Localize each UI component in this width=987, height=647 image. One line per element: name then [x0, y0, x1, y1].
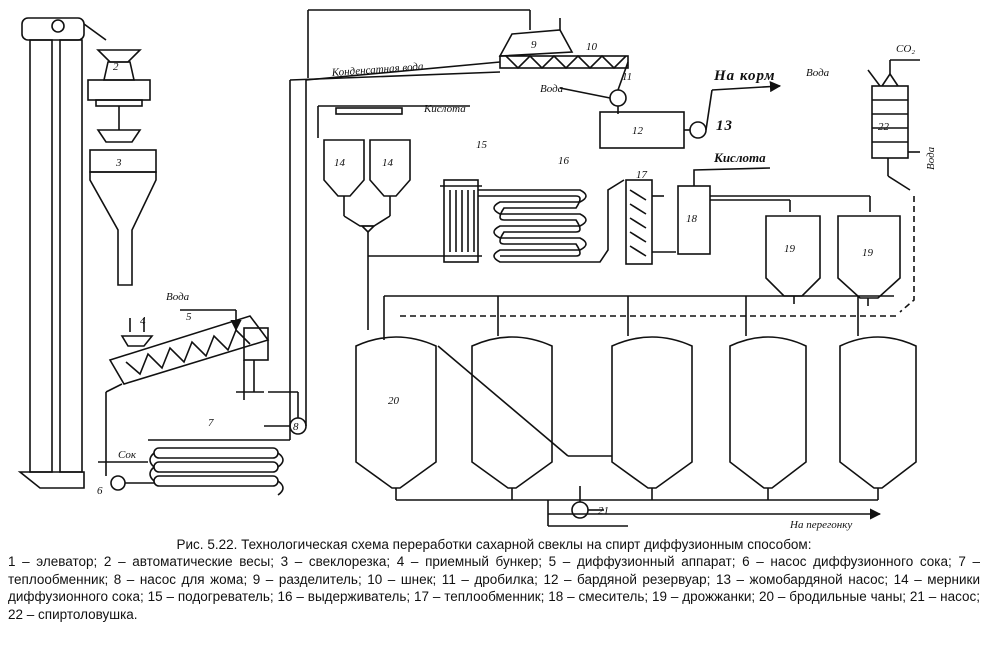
caption-title: Рис. 5.22. Технологическая схема перераб… — [176, 537, 812, 552]
pulp-vinasse-pump — [684, 81, 782, 139]
label-acid-top: Кислота — [423, 103, 466, 115]
pulp-pump — [264, 61, 501, 435]
label-13: 13 — [716, 118, 733, 134]
crusher — [559, 87, 627, 114]
label-19a: 19 — [784, 243, 796, 255]
label-water-separator: Вода — [540, 83, 564, 95]
mixer — [677, 167, 871, 255]
caption-legend: 1 – элеватор; 2 – автоматические весы; 3… — [8, 554, 980, 622]
label-water-diffusion: Вода — [166, 291, 190, 303]
figure-caption: Рис. 5.22. Технологическая схема перераб… — [8, 536, 980, 623]
label-18: 18 — [686, 213, 698, 225]
label-10: 10 — [586, 41, 598, 53]
diffusion-apparatus — [108, 309, 270, 400]
label-14b: 14 — [382, 157, 394, 169]
spirit-trap — [867, 59, 920, 313]
label-3: 3 — [115, 157, 122, 169]
label-5: 5 — [186, 311, 192, 323]
label-6: 6 — [97, 485, 103, 497]
automatic-scale — [87, 49, 151, 130]
label-2: 2 — [113, 61, 119, 73]
heater — [440, 179, 482, 263]
label-21: 21 — [598, 505, 609, 517]
label-14a: 14 — [334, 157, 346, 169]
pump-21 — [571, 486, 604, 519]
label-20: 20 — [388, 395, 400, 407]
heat-exchanger-7 — [148, 80, 291, 496]
separator-and-screw — [307, 9, 629, 91]
label-water-side: Вода — [925, 146, 937, 170]
label-12: 12 — [632, 125, 644, 137]
label-9: 9 — [531, 39, 537, 51]
label-22: 22 — [878, 121, 890, 133]
label-19b: 19 — [862, 247, 874, 259]
label-co2: CO₂ — [896, 43, 915, 55]
label-7: 7 — [208, 417, 214, 429]
diffusion-juice-pump — [98, 383, 154, 491]
label-to-distillation: На перегонку — [789, 519, 852, 531]
label-17: 17 — [636, 169, 648, 181]
label-8: 8 — [293, 421, 299, 433]
beet-slicer — [89, 129, 157, 286]
elevator — [17, 17, 107, 489]
heat-exchanger-17 — [625, 179, 676, 265]
label-to-feed: На корм — [713, 68, 775, 84]
label-acid: Кислота — [713, 150, 766, 165]
label-15: 15 — [476, 139, 488, 151]
fermentation-vats — [355, 295, 917, 527]
holding-coil — [478, 179, 625, 263]
label-water-top: Вода — [806, 67, 830, 79]
process-flow-diagram: 2 3 4 5 6 7 8 9 10 11 12 13 14 14 15 16 … — [17, 9, 937, 531]
label-11: 11 — [622, 71, 632, 83]
label-juice: Сок — [118, 449, 137, 461]
measuring-tanks — [317, 105, 470, 330]
label-4: 4 — [140, 315, 146, 327]
receiving-hopper — [120, 318, 154, 347]
yeast-tanks — [765, 215, 901, 306]
label-16: 16 — [558, 155, 570, 167]
